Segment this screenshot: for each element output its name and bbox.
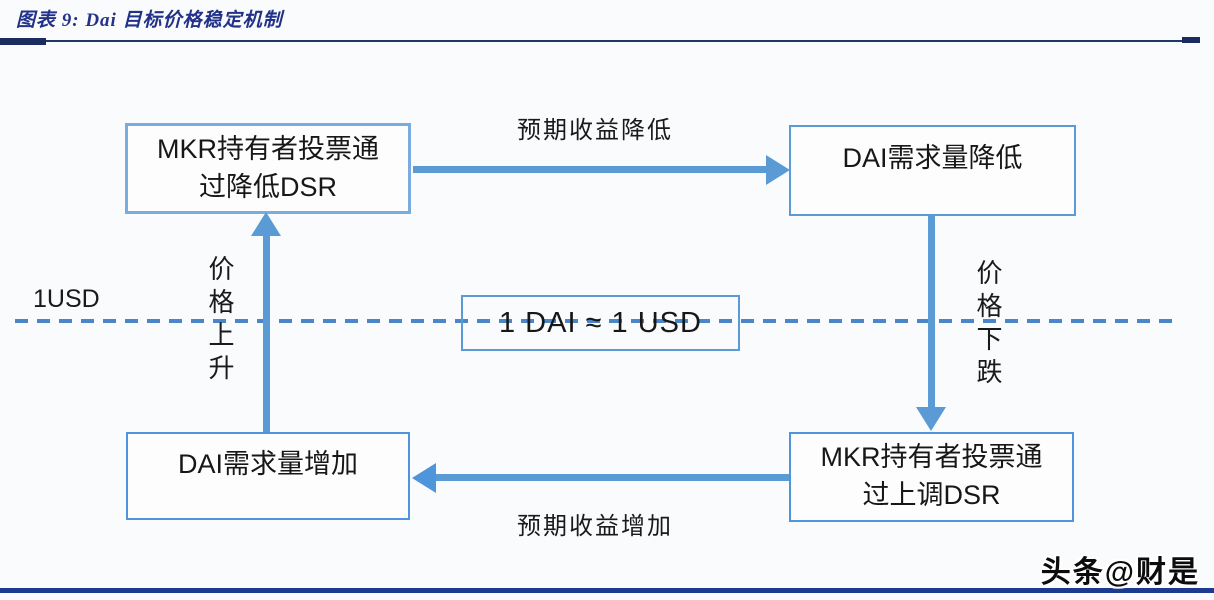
peg-baseline-label: 1USD (33, 285, 100, 313)
arrow-up-icon (251, 212, 281, 236)
box-mkr-raise-dsr: MKR持有者投票通过上调DSR (789, 432, 1074, 522)
bottom-rule (0, 588, 1214, 593)
box-peg-equation: 1 DAI ≈ 1 USD (461, 295, 740, 351)
label-price-up: 价格上升 (205, 255, 235, 387)
header-rule-left-cap (0, 38, 46, 45)
box-dai-demand-up: DAI需求量增加 (126, 432, 410, 520)
arrow-top-line (413, 166, 767, 173)
arrow-left-icon (412, 463, 436, 493)
arrow-down-icon (916, 407, 946, 431)
header-rule (0, 40, 1200, 42)
arrow-bottom-line (436, 474, 789, 481)
watermark: 头条@财是 (1040, 556, 1200, 589)
box-mkr-lower-dsr: MKR持有者投票通过降低DSR (125, 123, 411, 214)
header-rule-right-cap (1182, 37, 1200, 43)
label-price-down: 价格下跌 (973, 259, 1003, 391)
arrow-left-up-line (263, 234, 270, 432)
arrow-right-down-line (928, 215, 935, 407)
peg-dashed-line (15, 319, 1181, 323)
figure-title: 图表 9: Dai 目标价格稳定机制 (16, 10, 283, 31)
label-expected-yield-down: 预期收益降低 (517, 117, 673, 144)
arrow-right-icon (766, 155, 790, 185)
label-expected-yield-up: 预期收益增加 (517, 513, 673, 540)
box-dai-demand-down: DAI需求量降低 (789, 125, 1076, 216)
